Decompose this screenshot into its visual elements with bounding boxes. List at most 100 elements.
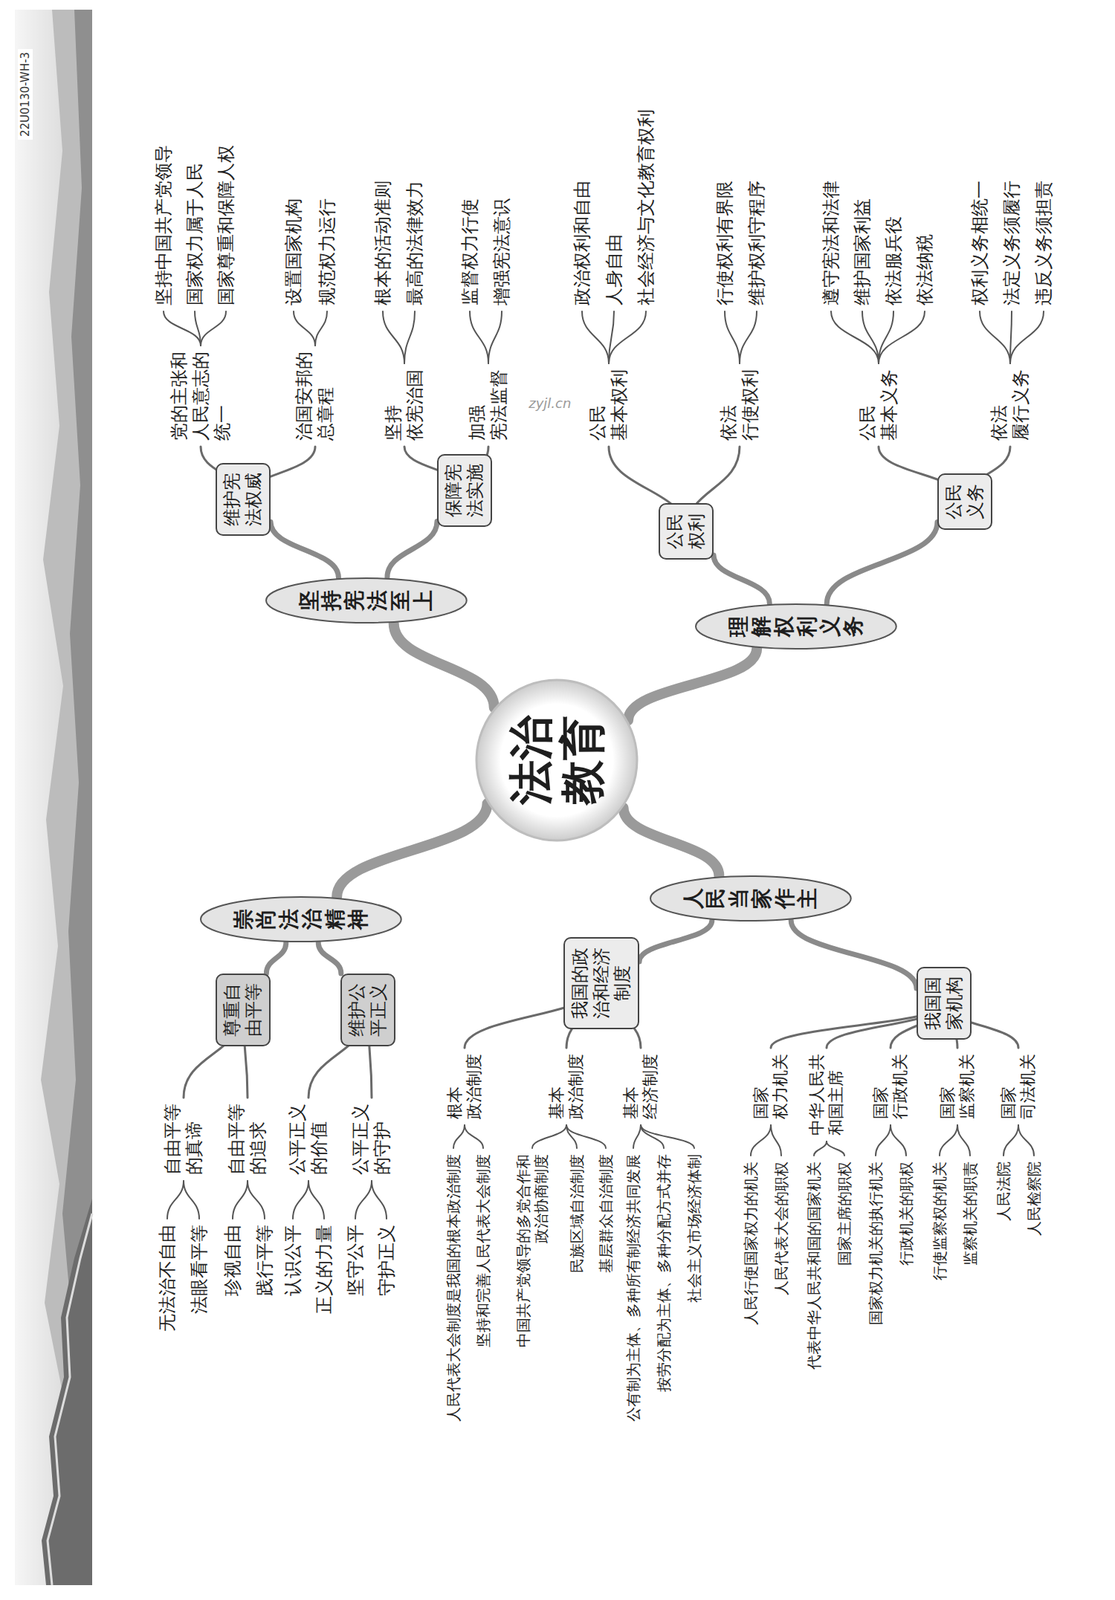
oval-shape — [266, 578, 467, 623]
leaf-text: 权利义务相统一 — [969, 180, 991, 306]
leaf-line — [1003, 1125, 1019, 1156]
text-holder: 公民 义务 — [943, 483, 987, 520]
leaf-line — [633, 1125, 641, 1149]
topic-text: 公民 义务 — [943, 483, 987, 520]
leaf-line — [464, 1125, 484, 1149]
leaf-text: 人民代表大会制度是我国的根本政治制度 — [444, 1154, 463, 1422]
leaf-text: 无法治不自由 — [156, 1225, 179, 1333]
branch-label: 公平正义 的价值 — [286, 1103, 331, 1176]
connector — [336, 803, 487, 898]
leaf-line — [831, 311, 879, 364]
branch-label: 加强 宪法监督 — [466, 369, 510, 441]
leaf-text: 正义的力量 — [313, 1225, 336, 1315]
leaf-line — [724, 311, 740, 364]
page-code: 22U0130-WH-3 — [17, 49, 33, 140]
leaf-text: 民族区域自治制度 — [567, 1154, 586, 1274]
text-holder: 坚持宪法至上 — [298, 590, 436, 612]
branch-label: 公平正义 的守护 — [350, 1103, 394, 1176]
leaf-line — [640, 1125, 664, 1149]
text-holder: 崇尚法治精神 — [232, 909, 371, 930]
oval-shape — [695, 604, 897, 649]
text-holder: 我国的政 治和经济 制度 — [569, 947, 634, 1020]
leaf-line — [770, 1125, 782, 1156]
leaf-text: 行政机关的职权 — [897, 1161, 916, 1266]
branch-oval: 崇尚法治精神 — [199, 895, 403, 944]
leaf-text: 人身自由 — [603, 234, 626, 306]
leaf-line — [167, 1181, 184, 1220]
connector — [639, 920, 713, 962]
leaf-text: 人民检察院 — [1025, 1161, 1043, 1237]
leaf-line — [469, 311, 489, 364]
topic-text: 我国国 家机构 — [922, 976, 966, 1031]
branch-oval: 坚持宪法至上 — [264, 576, 469, 625]
leaf-line — [292, 1181, 309, 1220]
topic-box: 保障宪 法实施 — [437, 454, 493, 528]
connector — [266, 943, 286, 974]
leaf-text: 代表中华人民共和国的国家机关 — [805, 1161, 823, 1370]
leaf-text: 遵守宪法和法律 — [820, 180, 843, 306]
branch-label: 治国安邦的 总章程 — [293, 351, 337, 441]
leaf-line — [247, 1181, 265, 1220]
text-holder: 保障宪 法实施 — [443, 463, 487, 518]
leaf-text: 根本的活动准则 — [372, 180, 394, 306]
text-holder: 尊重自 由平等 — [221, 983, 265, 1037]
leaf-text: 增强宪法意识 — [491, 198, 513, 306]
leaf-line — [1018, 1125, 1034, 1156]
leaf-text: 守护正义 — [376, 1225, 398, 1297]
text-holder: 人民当家作主 — [682, 888, 820, 910]
leaf-text: 监察机关的职责 — [961, 1161, 979, 1266]
leaf-text: 行使监察权的机关 — [930, 1161, 949, 1281]
topic-text: 尊重自 由平等 — [221, 983, 265, 1037]
leaf-line — [875, 1125, 891, 1156]
leaf-line — [488, 311, 502, 364]
connector — [628, 648, 757, 722]
leaf-line — [979, 311, 1011, 364]
connector — [387, 521, 438, 577]
leaf-text: 社会主义市场经济体制 — [685, 1154, 704, 1304]
leaf-line — [532, 1125, 567, 1149]
topic-box: 公民 义务 — [937, 473, 993, 530]
topic-text: 维护宪 法权威 — [221, 472, 265, 527]
leaf-line — [813, 1141, 827, 1156]
leaf-text: 依法纳税 — [914, 234, 936, 306]
topic-text: 保障宪 法实施 — [443, 463, 487, 518]
leaf-text: 人民法院 — [994, 1161, 1013, 1222]
branch-label: 国家 司法机关 — [999, 1054, 1039, 1120]
branch-oval: 人民当家作主 — [648, 874, 853, 923]
leaf-text: 践行平等 — [254, 1225, 276, 1297]
leaf-text: 维护国家利益 — [851, 198, 874, 306]
branch-label: 公民 基本义务 — [857, 369, 901, 441]
center-title: 法治 教育 — [505, 715, 609, 806]
leaf-line — [293, 311, 316, 346]
connector — [713, 555, 770, 604]
topic-text: 我国的政 治和经济 制度 — [569, 947, 634, 1020]
text-holder: 维护公 平正义 — [346, 983, 390, 1037]
branch-label: 依法 行使权利 — [718, 369, 762, 441]
connector — [393, 623, 495, 708]
leaf-text: 认识公平 — [282, 1225, 305, 1297]
leaf-text: 坚持和完善人民代表大会制度 — [474, 1154, 493, 1348]
branch-title: 理解权利义务 — [727, 616, 866, 638]
leaf-text: 社会经济与文化教育权利 — [635, 109, 658, 306]
leaf-line — [308, 1181, 325, 1220]
leaf-text: 国家尊重和保障人权 — [215, 144, 238, 306]
leaf-line — [355, 1181, 372, 1220]
leaf-text: 设置国家机构 — [283, 198, 305, 306]
watermark: zyjl.cn — [528, 395, 571, 412]
leaf-line — [957, 1125, 971, 1156]
leaf-line — [608, 311, 646, 364]
leaf-text: 人民行使国家权力的机关 — [741, 1161, 760, 1326]
connector — [318, 943, 342, 974]
branch-label: 自由平等 的追求 — [225, 1103, 270, 1176]
leaf-text: 按劳分配为主体、多种分配方式并存 — [654, 1154, 673, 1393]
topic-box: 公民 权利 — [658, 503, 714, 560]
leaf-line — [183, 1181, 200, 1220]
leaf-text: 人民代表大会的职权 — [772, 1161, 791, 1296]
branch-oval: 理解权利义务 — [694, 602, 898, 651]
text-holder: 公民 权利 — [664, 513, 708, 550]
leaf-line — [582, 311, 609, 364]
leaf-text: 行使权利有界限 — [714, 180, 736, 306]
leaf-line — [453, 1125, 465, 1149]
branch-label: 自由平等 的真谛 — [162, 1103, 206, 1176]
branch-label: 依法 履行义务 — [988, 369, 1032, 441]
